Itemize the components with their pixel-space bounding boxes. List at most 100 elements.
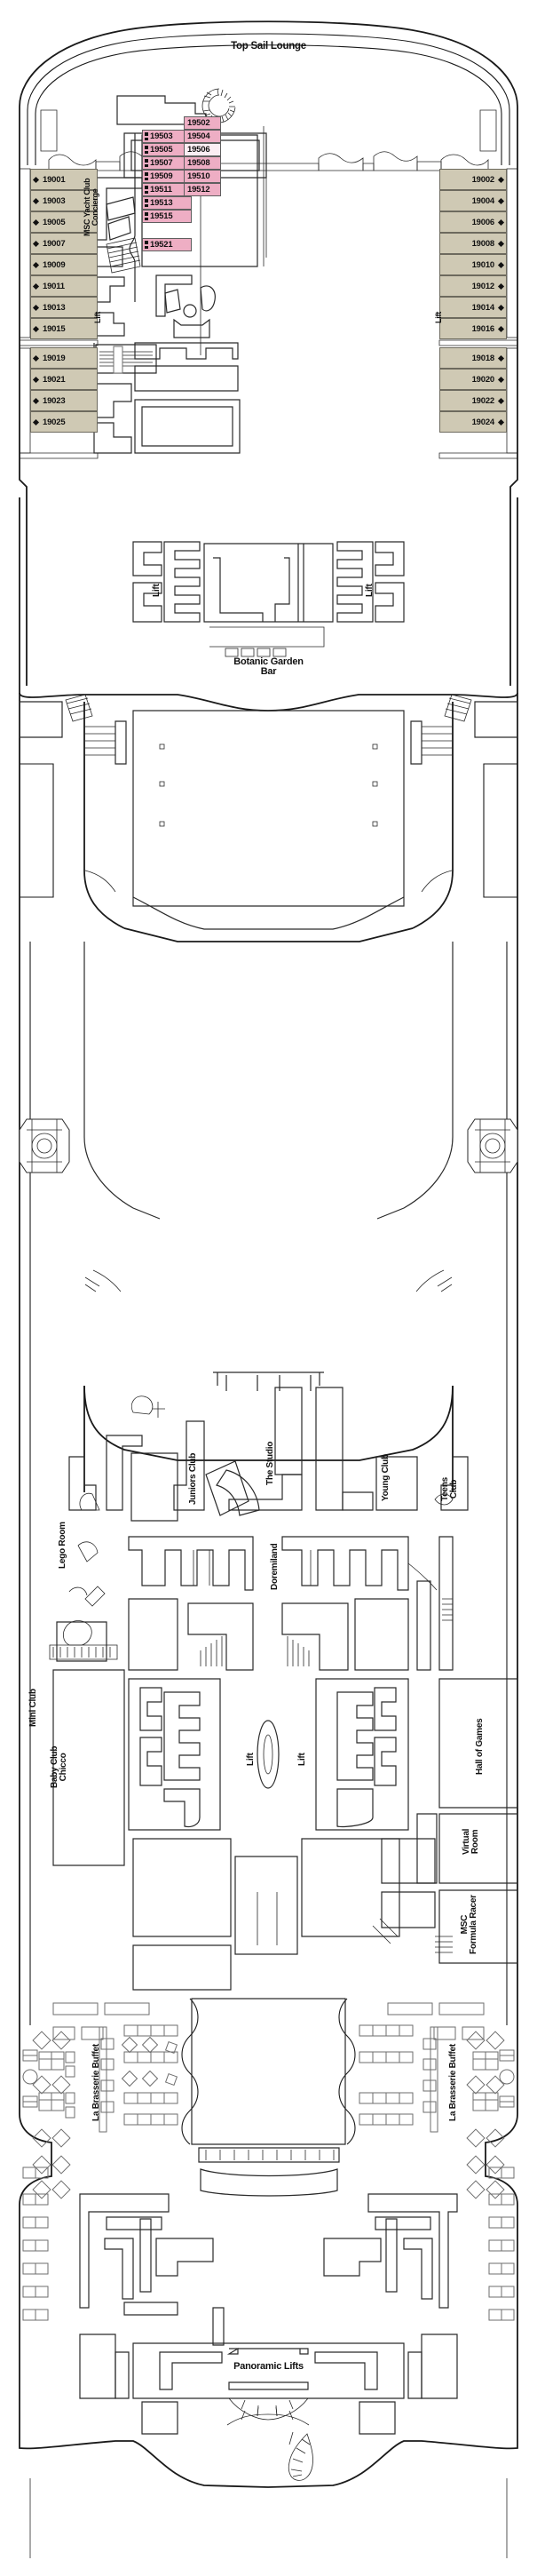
cabin-number: 19503 bbox=[150, 131, 173, 141]
balcony-diamond-icon bbox=[32, 304, 40, 311]
cabin-19015[interactable]: 19015 bbox=[30, 318, 98, 339]
cabin-19018[interactable]: 19018 bbox=[439, 347, 507, 369]
cabin-19010[interactable]: 19010 bbox=[439, 254, 507, 275]
cabin-19508[interactable]: 19508 bbox=[184, 156, 221, 170]
cabin-number: 19007 bbox=[43, 238, 66, 249]
label-la-brasserie-buffet-starboard: La Brasserie Buffet bbox=[448, 2044, 458, 2121]
balcony-diamond-icon bbox=[497, 376, 505, 383]
cabin-19003[interactable]: 19003 bbox=[30, 190, 98, 211]
cabin-19016[interactable]: 19016 bbox=[439, 318, 507, 339]
cabin-number: 19510 bbox=[187, 171, 210, 181]
label-teens-club: Teens Club bbox=[440, 1477, 460, 1501]
cabin-19020[interactable]: 19020 bbox=[439, 369, 507, 390]
interior-bars-icon bbox=[145, 186, 148, 194]
cabin-number: 19020 bbox=[471, 374, 495, 385]
cabin-19511[interactable]: 19511 bbox=[142, 183, 192, 196]
label-lift-starboard-kids: Lift bbox=[297, 1753, 307, 1766]
cabin-number: 19513 bbox=[150, 198, 173, 208]
balcony-diamond-icon bbox=[497, 397, 505, 404]
cabin-19006[interactable]: 19006 bbox=[439, 211, 507, 233]
balcony-diamond-icon bbox=[32, 325, 40, 332]
balcony-diamond-icon bbox=[497, 261, 505, 268]
balcony-diamond-icon bbox=[497, 176, 505, 183]
cabin-19506[interactable]: 19506 bbox=[184, 143, 221, 156]
cabin-number: 19504 bbox=[187, 131, 210, 141]
balcony-diamond-icon bbox=[32, 176, 40, 183]
cabin-19504[interactable]: 19504 bbox=[184, 130, 221, 143]
cabin-19001[interactable]: 19001 bbox=[30, 169, 98, 190]
cabin-19510[interactable]: 19510 bbox=[184, 170, 221, 183]
bow-hull bbox=[19, 20, 518, 165]
interior-bars-icon bbox=[145, 212, 148, 220]
cabin-number: 19016 bbox=[471, 323, 495, 334]
cabin-19002[interactable]: 19002 bbox=[439, 169, 507, 190]
cabin-19009[interactable]: 19009 bbox=[30, 254, 98, 275]
cabin-19013[interactable]: 19013 bbox=[30, 297, 98, 318]
label-la-brasserie-buffet-port: La Brasserie Buffet bbox=[91, 2044, 101, 2121]
label-msc-yacht-club-concierge: MSC Yacht Club Concierge bbox=[83, 178, 100, 236]
cabin-number: 19002 bbox=[471, 174, 495, 185]
balcony-diamond-icon bbox=[497, 282, 505, 290]
cabin-19502[interactable]: 19502 bbox=[184, 116, 221, 130]
cabin-number: 19515 bbox=[150, 211, 173, 221]
cabin-19021[interactable]: 19021 bbox=[30, 369, 98, 390]
label-botanic-garden-bar: Botanic Garden Bar bbox=[233, 656, 304, 678]
buffet-deck bbox=[19, 1998, 518, 2488]
cabin-19019[interactable]: 19019 bbox=[30, 347, 98, 369]
balcony-diamond-icon bbox=[32, 376, 40, 383]
label-juniors-club: Juniors Club bbox=[188, 1452, 198, 1505]
cabin-19004[interactable]: 19004 bbox=[439, 190, 507, 211]
balcony-diamond-icon bbox=[497, 304, 505, 311]
label-panoramic-lifts: Panoramic Lifts bbox=[233, 2361, 304, 2372]
cabin-number: 19014 bbox=[471, 302, 495, 313]
cabin-number: 19012 bbox=[471, 281, 495, 291]
cabin-19521[interactable]: 19521 bbox=[142, 238, 192, 251]
cabin-number: 19025 bbox=[43, 417, 66, 427]
cabin-19515[interactable]: 19515 bbox=[142, 210, 192, 223]
balcony-diamond-icon bbox=[32, 219, 40, 226]
label-hall-of-games: Hall of Games bbox=[475, 1718, 485, 1775]
cabin-number: 19008 bbox=[471, 238, 495, 249]
cabin-number: 19506 bbox=[187, 145, 210, 155]
cabin-number: 19009 bbox=[43, 259, 66, 270]
cabin-19513[interactable]: 19513 bbox=[142, 196, 192, 210]
label-young-club: Young Club bbox=[381, 1454, 391, 1501]
balcony-diamond-icon bbox=[32, 418, 40, 425]
cabin-19507[interactable]: 19507 bbox=[142, 156, 192, 170]
balcony-diamond-icon bbox=[32, 197, 40, 204]
label-lift-starboard-botanic: Lift bbox=[365, 584, 375, 597]
label-mini-club: Mini Club bbox=[28, 1689, 38, 1727]
cabin-19512[interactable]: 19512 bbox=[184, 183, 221, 196]
cabin-19025[interactable]: 19025 bbox=[30, 411, 98, 433]
aft-markers bbox=[29, 2478, 508, 2558]
label-lift-starboard-top: Lift bbox=[434, 312, 443, 323]
cabin-19014[interactable]: 19014 bbox=[439, 297, 507, 318]
cabin-number: 19021 bbox=[43, 374, 66, 385]
label-doremiland: Doremiland bbox=[270, 1543, 280, 1590]
interior-bars-icon bbox=[145, 132, 148, 140]
cabin-number: 19003 bbox=[43, 195, 66, 206]
interior-bars-icon bbox=[145, 241, 148, 249]
label-the-studio: The Studio bbox=[265, 1441, 275, 1485]
cabin-19007[interactable]: 19007 bbox=[30, 233, 98, 254]
label-virtual-room: Virtual Room bbox=[462, 1828, 481, 1855]
cabin-19023[interactable]: 19023 bbox=[30, 390, 98, 411]
cabin-19022[interactable]: 19022 bbox=[439, 390, 507, 411]
cabin-19011[interactable]: 19011 bbox=[30, 275, 98, 297]
bow-deck-details bbox=[40, 88, 497, 171]
cabin-19008[interactable]: 19008 bbox=[439, 233, 507, 254]
cabin-19005[interactable]: 19005 bbox=[30, 211, 98, 233]
balcony-diamond-icon bbox=[32, 240, 40, 247]
buffet-furniture-starboard bbox=[359, 2002, 515, 2321]
cabin-number: 19015 bbox=[43, 323, 66, 334]
interior-bars-icon bbox=[145, 172, 148, 180]
cabin-number: 19004 bbox=[471, 195, 495, 206]
balcony-diamond-icon bbox=[497, 219, 505, 226]
cabin-19024[interactable]: 19024 bbox=[439, 411, 507, 433]
cabin-number: 19018 bbox=[471, 353, 495, 363]
balcony-diamond-icon bbox=[32, 282, 40, 290]
cabin-number: 19019 bbox=[43, 353, 66, 363]
balcony-diamond-icon bbox=[32, 397, 40, 404]
cabin-number: 19511 bbox=[150, 185, 172, 195]
cabin-19012[interactable]: 19012 bbox=[439, 275, 507, 297]
